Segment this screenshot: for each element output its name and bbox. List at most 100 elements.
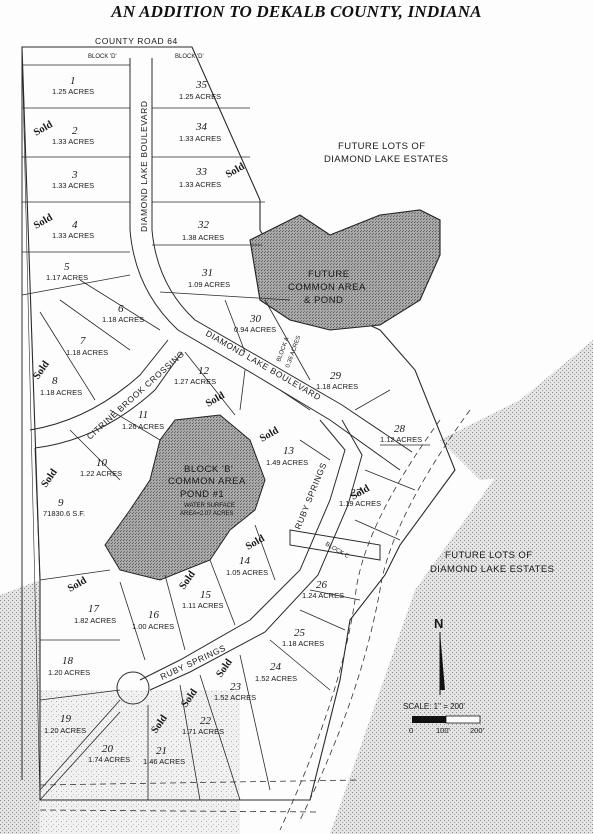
svg-text:1.00 ACRES: 1.00 ACRES (132, 622, 174, 631)
svg-text:16: 16 (148, 609, 160, 621)
svg-text:1.24 ACRES: 1.24 ACRES (302, 591, 344, 600)
svg-text:1.18 ACRES: 1.18 ACRES (102, 315, 144, 324)
future-common-area (249, 209, 441, 331)
block-b-title: BLOCK 'B' (184, 464, 233, 475)
svg-text:15: 15 (200, 589, 212, 601)
lot-35: 351.25 ACRES (179, 79, 221, 101)
svg-text:1.33 ACRES: 1.33 ACRES (52, 231, 94, 240)
sold-stamp-lot-9: Sold (39, 467, 59, 490)
easement-lines (39, 409, 471, 831)
sold-stamp-lot-15: Sold (177, 569, 197, 592)
lot-15: 151.11 ACRES (182, 589, 224, 610)
svg-text:1.38 ACRES: 1.38 ACRES (182, 233, 224, 242)
block-b-common-area: COMMON AREA (168, 476, 246, 487)
block-d-left-label: BLOCK 'D' (88, 54, 117, 60)
svg-text:1.05 ACRES: 1.05 ACRES (226, 568, 268, 577)
lot-14: 141.05 ACRES (226, 555, 268, 577)
lot-10: 101.22 ACRES (80, 457, 122, 478)
svg-text:29: 29 (330, 370, 342, 382)
lot-13: 131.49 ACRES (266, 445, 308, 467)
background-terrain (0, 340, 593, 834)
svg-text:1.12 ACRES: 1.12 ACRES (380, 435, 422, 444)
lot-6: 61.18 ACRES (102, 303, 144, 324)
sold-stamp-lot-23: Sold (214, 657, 234, 680)
svg-text:1.20 ACRES: 1.20 ACRES (48, 668, 90, 677)
svg-text:9: 9 (58, 497, 64, 509)
svg-text:1.25 ACRES: 1.25 ACRES (179, 92, 221, 101)
svg-text:6: 6 (118, 303, 124, 315)
lot-11: 111.26 ACRES (122, 409, 164, 431)
sold-stamp-lot-8: Sold (31, 359, 51, 382)
svg-text:1.71 ACRES: 1.71 ACRES (182, 727, 224, 736)
svg-text:28: 28 (394, 423, 406, 435)
lot-26: 261.24 ACRES (302, 579, 344, 600)
future-common-label-3: & POND (304, 295, 343, 306)
svg-text:21: 21 (156, 745, 167, 757)
future-lots-bottom-line1: FUTURE LOTS OF (445, 550, 532, 561)
lot-29: 291.18 ACRES (316, 370, 358, 391)
ruby-springs-north-label: RUBY SPRINGS (293, 461, 329, 531)
svg-text:24: 24 (270, 661, 282, 673)
lot-27: 271.19 ACRES (339, 487, 381, 508)
sold-stamp-lot-17: Sold (66, 575, 89, 595)
svg-text:1.20 ACRES: 1.20 ACRES (44, 726, 86, 735)
svg-text:32: 32 (197, 219, 210, 231)
future-lots-bottom-line2: DIAMOND LAKE ESTATES (430, 564, 554, 575)
lot-33: 33 1.33 ACRES (179, 166, 221, 189)
lot-18: 181.20 ACRES (48, 655, 90, 677)
svg-text:0.94 ACRES: 0.94 ACRES (234, 325, 276, 334)
svg-text:2: 2 (72, 125, 78, 137)
future-common-label-1: FUTURE (308, 269, 350, 280)
lot-8: 81.18 ACRES (40, 375, 82, 397)
lot-2: 21.33 ACRES (52, 125, 94, 146)
lot-32: 32 1.38 ACRES (182, 219, 224, 242)
lot-28: 281.12 ACRES (380, 423, 422, 444)
north-arrow: N (434, 616, 445, 695)
svg-text:1.18 ACRES: 1.18 ACRES (316, 382, 358, 391)
lot-5: 51.17 ACRES (46, 261, 88, 282)
lot-19: 191.20 ACRES (44, 713, 86, 735)
sold-stamp-lot-4: Sold (32, 212, 55, 232)
svg-text:1.26 ACRES: 1.26 ACRES (122, 422, 164, 431)
svg-text:1.22 ACRES: 1.22 ACRES (80, 469, 122, 478)
lot-21: 211.46 ACRES (143, 745, 185, 766)
svg-text:1.33 ACRES: 1.33 ACRES (179, 134, 221, 143)
lot-12: 121.27 ACRES (174, 365, 216, 386)
svg-text:1.46 ACRES: 1.46 ACRES (143, 757, 185, 766)
svg-text:3: 3 (71, 169, 78, 181)
svg-text:1.52 ACRES: 1.52 ACRES (255, 674, 297, 683)
future-lots-top-line2: DIAMOND LAKE ESTATES (324, 154, 448, 165)
svg-text:1.33 ACRES: 1.33 ACRES (179, 180, 221, 189)
scale-label: SCALE: 1" = 200' (403, 702, 465, 711)
svg-text:33: 33 (195, 166, 208, 178)
lot-23: 231.52 ACRES (214, 681, 256, 702)
lot-labels: 11.25 ACRES 21.33 ACRES 31.33 ACRES 41.3… (40, 75, 422, 766)
svg-text:1.52 ACRES: 1.52 ACRES (214, 693, 256, 702)
subdivision-boundary (21, 46, 456, 801)
svg-text:22: 22 (200, 715, 212, 727)
sold-stamp-lot-13: Sold (258, 425, 281, 445)
svg-text:1.18 ACRES: 1.18 ACRES (66, 348, 108, 357)
svg-text:13: 13 (283, 445, 295, 457)
future-lots-top-line1: FUTURE LOTS OF (338, 141, 425, 152)
lot-7: 71.18 ACRES (66, 335, 108, 357)
page-title: AN ADDITION TO DEKALB COUNTY, INDIANA (111, 2, 482, 21)
lot-4: 41.33 ACRES (52, 219, 94, 240)
block-b-area: AREA=2.07 ACRES (180, 511, 234, 517)
svg-text:27: 27 (350, 487, 362, 499)
sold-stamp-lot-2: Sold (32, 119, 55, 139)
svg-text:26: 26 (316, 579, 328, 591)
svg-text:7: 7 (80, 335, 86, 347)
lot-16: 161.00 ACRES (132, 609, 174, 631)
svg-text:1.09 ACRES: 1.09 ACRES (188, 280, 230, 289)
lot-24: 241.52 ACRES (255, 661, 297, 683)
lot-1: 11.25 ACRES (52, 75, 94, 96)
pond-block-b (104, 414, 266, 581)
county-road-label: COUNTY ROAD 64 (95, 36, 178, 46)
lot-3: 31.33 ACRES (52, 169, 94, 190)
svg-text:14: 14 (239, 555, 251, 567)
svg-text:1.18 ACRES: 1.18 ACRES (40, 388, 82, 397)
